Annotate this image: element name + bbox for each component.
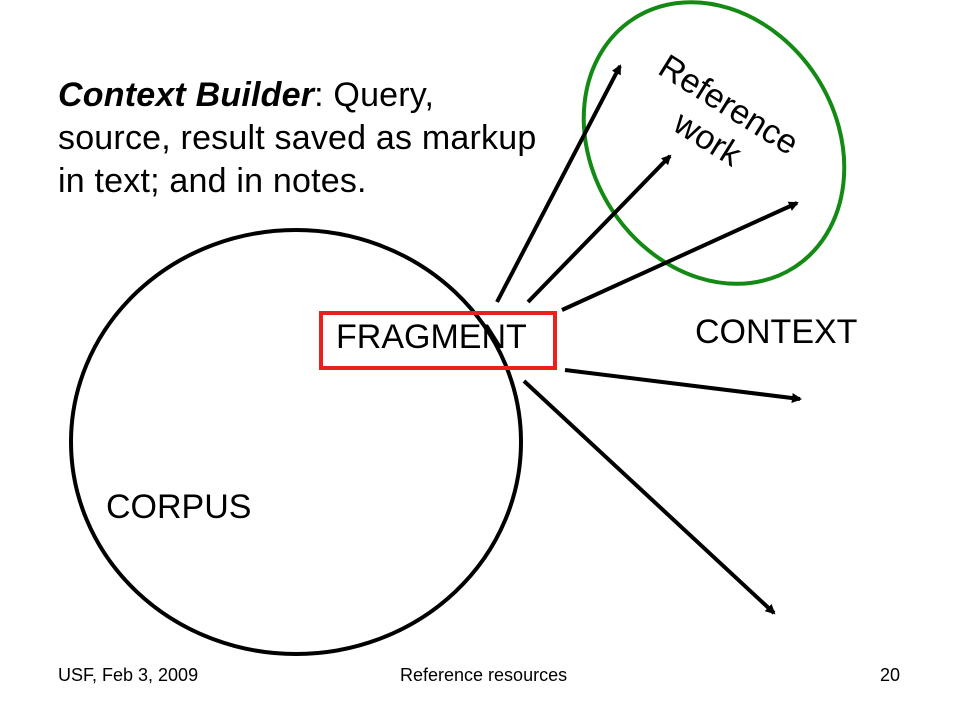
context-builder-caption: Context Builder: Query, source, result s… (58, 74, 538, 203)
footer-date: USF, Feb 3, 2009 (58, 665, 199, 685)
corpus-circle (69, 228, 523, 656)
corpus-label: CORPUS (106, 488, 252, 526)
caption-title: Context Builder (58, 76, 315, 114)
arrow-context-1 (564, 368, 802, 403)
arrow-reference-2 (526, 154, 672, 304)
arrow-context-2 (522, 379, 776, 615)
reference-work-ellipse (581, 0, 847, 286)
caption-text: : Query, source, result saved as markup … (58, 76, 537, 200)
arrow-reference-1 (495, 64, 622, 303)
fragment-box (319, 311, 557, 370)
footer-title: Reference resources (400, 665, 568, 685)
context-label: CONTEXT (695, 313, 858, 351)
fragment-label: FRAGMENT (336, 318, 527, 356)
footer-page-number: 20 (879, 665, 900, 685)
arrow-reference-3 (561, 201, 799, 312)
